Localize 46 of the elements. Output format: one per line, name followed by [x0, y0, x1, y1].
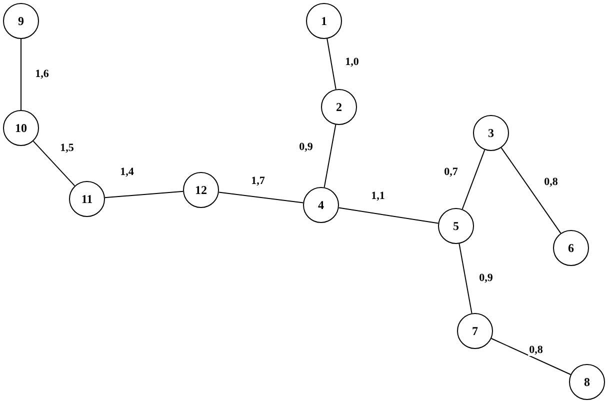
node-number: 5: [453, 218, 459, 234]
node-circle: [438, 208, 474, 244]
node-circle: [321, 89, 357, 125]
node-number: 9: [18, 14, 24, 28]
edge-label: 0,8: [543, 176, 559, 188]
node-number: 8: [584, 374, 590, 390]
connector-line: [20, 38, 22, 110]
connector-line: [104, 190, 184, 198]
node-number: 11: [81, 192, 93, 206]
connector-line: [338, 207, 439, 224]
edge-label: 1,6: [34, 68, 50, 80]
node-number: 4: [318, 198, 324, 212]
node-circle: [306, 3, 342, 39]
node-number: 3: [488, 126, 494, 140]
node-number: 1: [321, 14, 327, 28]
node-number: 6: [568, 240, 574, 256]
connector-line: [32, 140, 76, 186]
node-number: 10: [15, 120, 27, 136]
node-circle: [183, 172, 219, 208]
node-number: 2: [336, 100, 342, 114]
node-circle: [473, 115, 509, 151]
edge-label: 0,9: [298, 141, 314, 153]
connector-line: [462, 149, 486, 210]
node-circle: [303, 187, 339, 223]
connector-line: [490, 338, 572, 375]
edge-label: 1,4: [119, 166, 135, 178]
node-number: 12: [195, 182, 207, 198]
node-circle: [457, 313, 493, 349]
edge-label: 1,1: [370, 190, 386, 202]
connector-line: [458, 243, 472, 314]
edge-label: 0,9: [478, 272, 494, 284]
edge-label: 0,7: [443, 166, 459, 178]
connector-line: [326, 38, 336, 90]
node-circle: [69, 181, 105, 217]
edge-label: 0,8: [528, 344, 544, 356]
edge-label: 1,5: [59, 142, 75, 154]
node-number: 7: [472, 324, 478, 338]
node-circle: [553, 230, 589, 266]
node-circle: [3, 3, 39, 39]
connector-line: [324, 124, 336, 188]
connector-line: [218, 192, 304, 204]
node-circle: [3, 110, 39, 146]
edge-label: 1,0: [344, 56, 360, 68]
node-circle: [569, 364, 605, 400]
edge-label: 1,7: [250, 175, 266, 187]
connector-line: [500, 147, 562, 234]
